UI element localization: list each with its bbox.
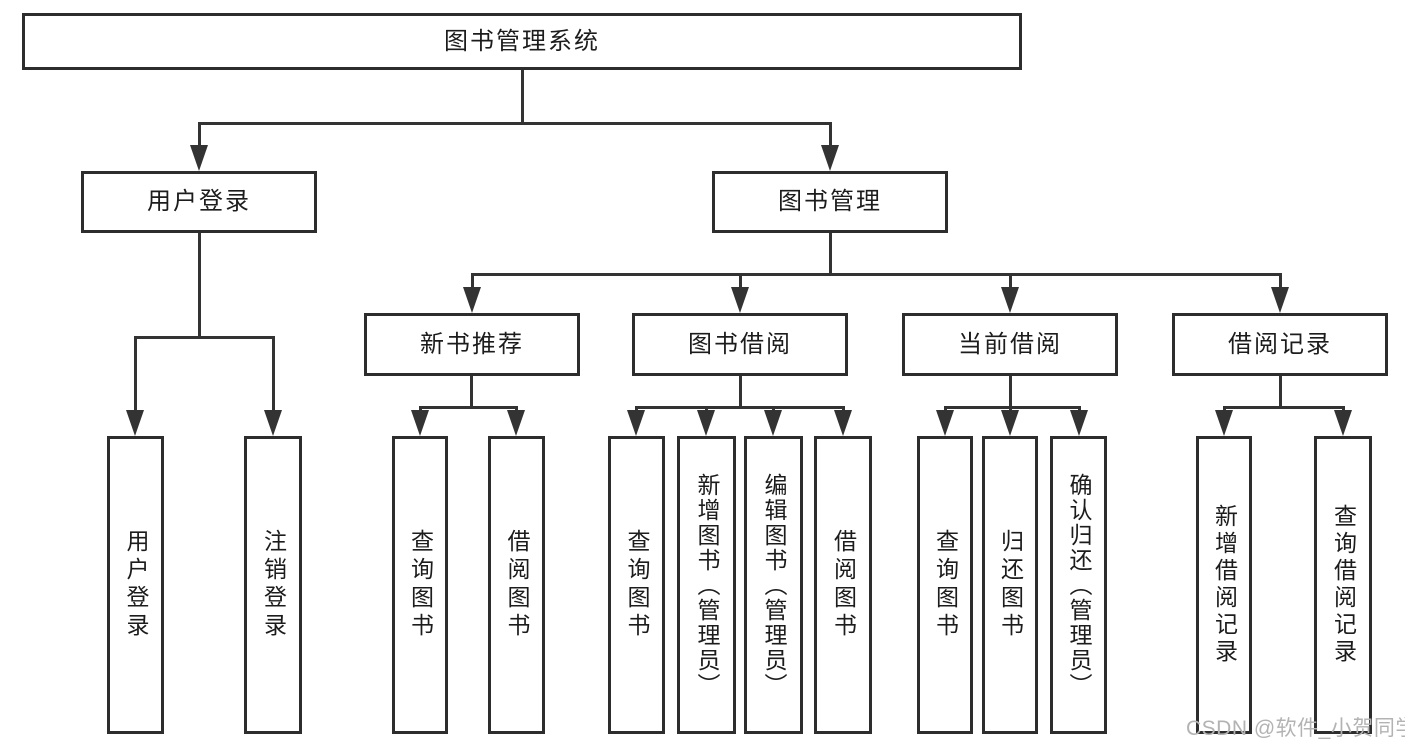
arrowhead-nb-search <box>411 410 429 436</box>
connector-drop-book-mgmt <box>829 122 832 147</box>
arrowhead-leaf-logout <box>264 410 282 436</box>
connector-book-borrow-branch <box>635 406 845 409</box>
node-root-label: 图书管理系统 <box>444 27 600 55</box>
arrowhead-cb-return <box>1001 410 1019 436</box>
node-leaf-cb-return: 归还图书 <box>982 436 1038 734</box>
connector-drop-user-login <box>198 122 201 147</box>
connector-drop-leaf-logout <box>272 336 275 412</box>
connector-book-borrow-stem <box>739 376 742 406</box>
node-leaf-cb-confirm: 确认归还（管理员） <box>1050 436 1107 734</box>
connector-drop-bb-edit <box>772 406 775 412</box>
arrowhead-book-borrow <box>731 287 749 313</box>
arrowhead-borrow-records <box>1271 287 1289 313</box>
arrowhead-nb-borrow <box>507 410 525 436</box>
connector-current-borrow-stem <box>1009 376 1012 406</box>
connector-drop-leaf-user-login <box>134 336 137 412</box>
connector-drop-nb-search <box>419 406 422 412</box>
arrowhead-new-books <box>463 287 481 313</box>
node-leaf-nb-borrow: 借阅图书 <box>488 436 545 734</box>
node-leaf-br-add-label: 新增借阅记录 <box>1211 504 1238 666</box>
connector-drop-cb-confirm <box>1078 406 1081 412</box>
arrowhead-bb-edit <box>764 410 782 436</box>
connector-drop-bb-borrow <box>842 406 845 412</box>
node-leaf-nb-search-label: 查询图书 <box>407 529 434 641</box>
connector-drop-nb-borrow <box>515 406 518 412</box>
node-leaf-bb-add: 新增图书（管理员） <box>677 436 736 734</box>
arrowhead-cb-search <box>936 410 954 436</box>
node-leaf-user-login: 用户登录 <box>107 436 164 734</box>
connector-drop-cb-return <box>1009 406 1012 412</box>
node-leaf-bb-borrow: 借阅图书 <box>814 436 872 734</box>
node-leaf-cb-search-label: 查询图书 <box>932 529 959 641</box>
connector-new-books-stem <box>470 376 473 406</box>
node-book-borrow: 图书借阅 <box>632 313 848 376</box>
connector-borrow-records-stem <box>1279 376 1282 406</box>
node-leaf-user-login-label: 用户登录 <box>123 529 149 641</box>
node-user-login: 用户登录 <box>81 171 317 233</box>
arrowhead-user-login <box>190 145 208 171</box>
node-borrow-records: 借阅记录 <box>1172 313 1388 376</box>
node-new-books-label: 新书推荐 <box>420 330 524 358</box>
node-leaf-bb-search-label: 查询图书 <box>624 529 650 641</box>
connector-root-branch <box>198 122 832 125</box>
connector-current-borrow-branch <box>944 406 1081 409</box>
arrowhead-bb-add <box>697 410 715 436</box>
node-leaf-bb-borrow-label: 借阅图书 <box>830 529 857 641</box>
arrowhead-book-mgmt <box>821 145 839 171</box>
node-leaf-cb-return-label: 归还图书 <box>997 529 1024 641</box>
node-leaf-logout-label: 注销登录 <box>260 529 287 641</box>
node-new-books: 新书推荐 <box>364 313 580 376</box>
connector-drop-bb-search <box>635 406 638 412</box>
arrowhead-cb-confirm <box>1070 410 1088 436</box>
connector-book-mgmt-branch <box>471 273 1282 276</box>
connector-drop-bb-add <box>705 406 708 412</box>
node-leaf-nb-search: 查询图书 <box>392 436 448 734</box>
arrowhead-br-search <box>1334 410 1352 436</box>
arrowhead-bb-search <box>627 410 645 436</box>
connector-drop-new-books <box>471 273 474 289</box>
csdn-watermark: CSDN @软件_小贺同学 <box>1186 717 1405 740</box>
connector-book-mgmt-stem <box>829 233 832 273</box>
node-leaf-cb-confirm-label: 确认归还（管理员） <box>1066 472 1092 698</box>
connector-user-login-stem <box>198 233 201 336</box>
node-current-borrow-label: 当前借阅 <box>958 330 1062 358</box>
node-leaf-bb-add-label: 新增图书（管理员） <box>694 472 720 698</box>
node-current-borrow: 当前借阅 <box>902 313 1118 376</box>
node-leaf-br-search-label: 查询借阅记录 <box>1330 504 1357 666</box>
connector-root-stem <box>521 70 524 122</box>
connector-new-books-branch <box>419 406 518 409</box>
connector-drop-br-search <box>1342 406 1345 412</box>
connector-drop-br-add <box>1223 406 1226 412</box>
connector-user-login-branch <box>134 336 275 339</box>
node-leaf-cb-search: 查询图书 <box>917 436 973 734</box>
node-leaf-bb-search: 查询图书 <box>608 436 665 734</box>
connector-drop-cb-search <box>944 406 947 412</box>
node-book-mgmt-label: 图书管理 <box>778 188 882 215</box>
arrowhead-leaf-user-login <box>126 410 144 436</box>
node-user-login-label: 用户登录 <box>147 188 251 215</box>
connector-borrow-records-branch <box>1223 406 1345 409</box>
arrowhead-bb-borrow <box>834 410 852 436</box>
node-root: 图书管理系统 <box>22 13 1022 70</box>
connector-drop-current-borrow <box>1009 273 1012 289</box>
connector-drop-book-borrow <box>739 273 742 289</box>
node-leaf-bb-edit-label: 编辑图书（管理员） <box>761 472 787 698</box>
node-leaf-br-add: 新增借阅记录 <box>1196 436 1252 734</box>
node-book-borrow-label: 图书借阅 <box>688 330 792 358</box>
arrowhead-br-add <box>1215 410 1233 436</box>
arrowhead-current-borrow <box>1001 287 1019 313</box>
node-book-mgmt: 图书管理 <box>712 171 948 233</box>
node-borrow-records-label: 借阅记录 <box>1228 330 1332 358</box>
connector-drop-borrow-records <box>1279 273 1282 289</box>
node-leaf-logout: 注销登录 <box>244 436 302 734</box>
node-leaf-bb-edit: 编辑图书（管理员） <box>744 436 803 734</box>
node-leaf-nb-borrow-label: 借阅图书 <box>504 529 530 641</box>
node-leaf-br-search: 查询借阅记录 <box>1314 436 1372 734</box>
